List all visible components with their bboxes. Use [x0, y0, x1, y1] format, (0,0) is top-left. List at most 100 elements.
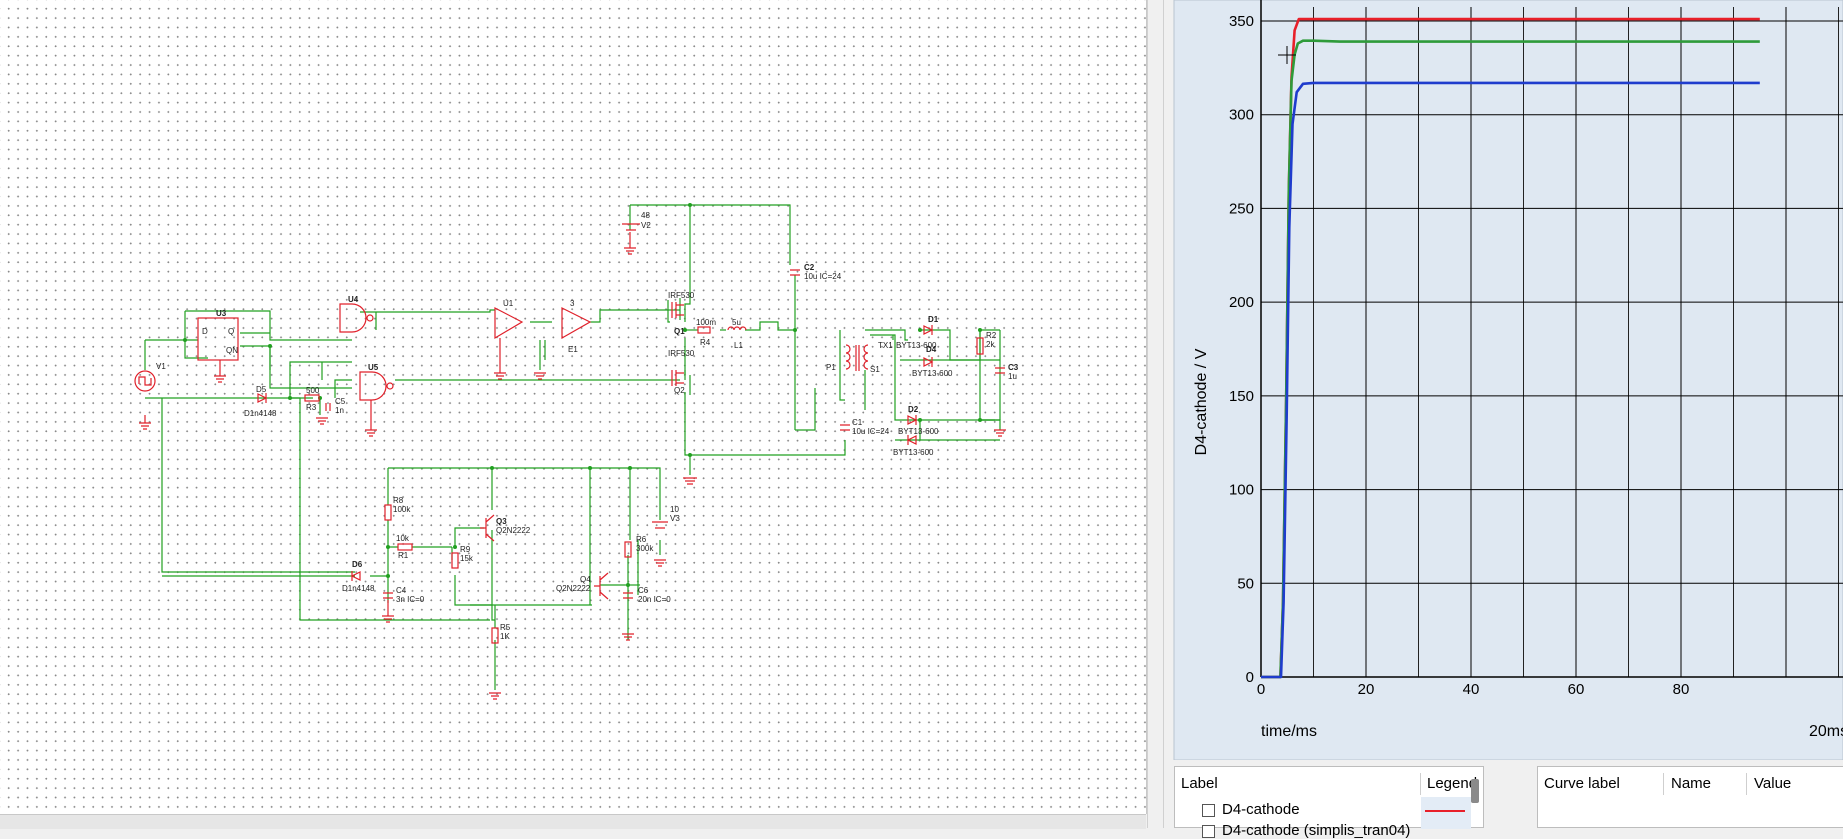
label-d2: D2 [908, 405, 919, 414]
x-tick-label: 20 [1358, 681, 1375, 698]
label-d6: D6 [352, 560, 363, 569]
y-tick-label: 0 [1246, 669, 1254, 686]
capacitor-c2[interactable] [790, 269, 800, 276]
label-q4: Q4 [580, 575, 591, 584]
diode-d6[interactable] [350, 571, 361, 581]
curve-table-header-value[interactable]: Value [1754, 775, 1792, 792]
curve-table-colsep-1 [1663, 773, 1664, 795]
legend-table-scrollbar[interactable] [1471, 779, 1479, 803]
inductor-l1[interactable] [727, 326, 747, 331]
label-u3: U3 [216, 309, 227, 318]
label-c1: C1 [852, 418, 863, 427]
transistor-q3[interactable] [480, 514, 495, 542]
label-r6-val: 300k [636, 544, 654, 553]
legend-row-1-swatch [1425, 810, 1465, 812]
mosfet-q1[interactable] [671, 302, 684, 318]
curve-table-header-name[interactable]: Name [1671, 775, 1712, 792]
resistor-r8[interactable] [384, 504, 392, 521]
label-r6: R6 [636, 535, 647, 544]
label-q3: Q3 [496, 517, 507, 526]
resistor-r4[interactable] [697, 326, 711, 334]
battery-v2[interactable] [622, 223, 640, 231]
amplifier-e1[interactable] [561, 307, 592, 340]
mosfet-q2[interactable] [671, 370, 684, 386]
resistor-r6[interactable] [624, 541, 632, 558]
battery-v3[interactable] [652, 521, 668, 529]
resistor-r2[interactable] [976, 337, 984, 355]
crosshair-cursor[interactable] [1278, 46, 1296, 64]
label-u1: U1 [503, 299, 514, 308]
label-u3-qn: QN [226, 346, 238, 355]
curve-table-header-curve-label[interactable]: Curve label [1544, 775, 1620, 792]
legend-row-2-label[interactable]: D4-cathode (simplis_tran04) [1222, 822, 1411, 839]
ground-symbols [139, 232, 1006, 700]
label-c5-val: 1n [335, 406, 344, 415]
resistor-r1[interactable] [397, 543, 413, 551]
label-c2-val: 10u IC=24 [804, 272, 842, 281]
label-q4-model: Q2N2222 [556, 584, 591, 593]
legend-row-1-label[interactable]: D4-cathode [1222, 801, 1300, 818]
label-v3-val: 10 [670, 505, 679, 514]
buffer-u1[interactable] [494, 307, 524, 340]
curve-table-colsep-2 [1746, 773, 1747, 795]
legend-row-2-checkbox[interactable] [1202, 825, 1215, 838]
label-v2-val: 48 [641, 211, 650, 220]
capacitor-c3[interactable] [995, 367, 1005, 374]
source-v1[interactable] [134, 370, 156, 392]
label-r1-val: 10k [396, 534, 410, 543]
label-r5: R5 [500, 623, 511, 632]
schematic-canvas[interactable]: U3 D Q QN V1 D5 D1n4148 500 R3 C5 1n U4 … [0, 0, 1147, 814]
diode-d5[interactable] [257, 393, 268, 403]
resistor-r3[interactable] [304, 394, 320, 402]
schematic-drawing[interactable]: U3 D Q QN V1 D5 D1n4148 500 R3 C5 1n U4 … [0, 0, 1146, 814]
capacitor-c4[interactable] [383, 592, 393, 599]
plot-axes [1260, 0, 1843, 678]
y-tick-label: 250 [1229, 200, 1254, 217]
legend-table-header-label[interactable]: Label [1181, 775, 1218, 792]
y-tick-label: 300 [1229, 107, 1254, 124]
resistor-r9[interactable] [451, 552, 459, 569]
legend-table-header-legend[interactable]: Legend [1427, 775, 1478, 792]
diode-d1[interactable] [923, 325, 934, 335]
x-tick-label: 60 [1568, 681, 1585, 698]
capacitor-c5[interactable] [325, 403, 331, 411]
legend-selection-bg [1421, 797, 1471, 829]
gate-u4[interactable] [339, 303, 367, 333]
label-l1-val: 5u [732, 318, 741, 327]
capacitor-c1[interactable] [840, 424, 850, 431]
y-tick-label: 50 [1237, 575, 1254, 592]
legend-table[interactable]: Label Legend D4-cathode D4-cathode (simp… [1174, 766, 1484, 839]
label-d5: D5 [256, 385, 267, 394]
label-d4-model: BYT13-600 [912, 369, 953, 378]
flipflop-u3[interactable] [197, 317, 239, 361]
diode-d3[interactable] [906, 435, 917, 445]
resistor-r5[interactable] [491, 627, 499, 644]
transistor-q4[interactable] [594, 572, 609, 600]
y-tick-label: 100 [1229, 482, 1254, 499]
capacitor-c6[interactable] [623, 592, 633, 599]
gate-u5[interactable] [359, 371, 387, 401]
curve-info-table[interactable]: Curve label Name Value [1537, 766, 1843, 828]
diode-d4[interactable] [923, 357, 934, 367]
label-u3-q: Q [228, 327, 234, 336]
panel-splitter[interactable] [1147, 0, 1164, 828]
schematic-horizontal-scrollbar[interactable] [0, 814, 1146, 829]
y-tick-label: 200 [1229, 294, 1254, 311]
plot-background [1173, 0, 1843, 760]
transformer-tx1[interactable] [845, 344, 851, 370]
label-s1: S1 [870, 365, 880, 374]
label-q2: Q2 [674, 386, 685, 395]
label-u3-d: D [202, 327, 208, 336]
label-d2-model: BYT13-600 [898, 427, 939, 436]
label-r9: R9 [460, 545, 471, 554]
legend-row-1-checkbox[interactable] [1202, 804, 1215, 817]
series-line-3[interactable] [1261, 81, 1760, 679]
legend-table-colsep [1420, 773, 1421, 795]
label-d1-model: BYT13-600 [896, 341, 937, 350]
diode-d2[interactable] [907, 415, 918, 425]
label-d3-model: BYT13-600 [893, 448, 934, 457]
